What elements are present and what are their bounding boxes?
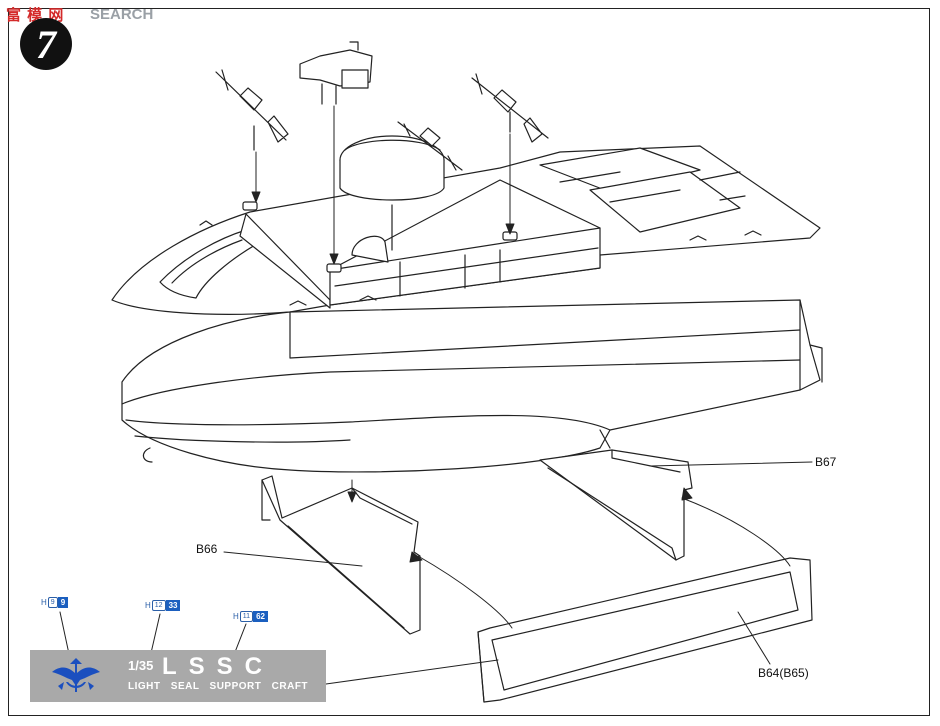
part-ref-number: 62 — [253, 610, 268, 622]
part-ref-sprue: 11 — [239, 610, 254, 622]
part-ref-sprue: 9 — [47, 596, 58, 608]
stand-part-b66 — [261, 475, 421, 635]
stand-part-b67 — [539, 449, 693, 561]
part-ref-number: 33 — [165, 599, 181, 611]
part-ref-1: H 9 9 — [41, 596, 69, 608]
gun-arrows — [251, 105, 515, 265]
plate-scale: 1/35 — [128, 658, 154, 673]
callout-b64: B64(B65) — [758, 666, 809, 680]
part-ref-number: 9 — [57, 596, 69, 608]
upper-deck — [111, 135, 821, 315]
part-ref-prefix: H — [233, 611, 239, 621]
part-ref-prefix: H — [41, 597, 47, 607]
stand-arrows — [347, 479, 791, 629]
part-ref-3: H 11 62 — [233, 610, 268, 622]
watermark-search: SEARCH — [90, 6, 154, 23]
machine-guns — [215, 41, 549, 171]
hull — [121, 299, 823, 473]
plate-title: LSSC — [162, 653, 275, 680]
step-number-badge: 7 — [20, 18, 72, 70]
seal-emblem-icon — [52, 658, 100, 692]
part-ref-sprue: 12 — [151, 599, 166, 611]
callout-b67: B67 — [815, 455, 837, 469]
name-plate: 1/35 LSSC LIGHT SEAL SUPPORT CRAFT — [30, 650, 326, 702]
plate-subtitle: LIGHT SEAL SUPPORT CRAFT — [128, 681, 309, 692]
stand-part-b64 — [477, 557, 813, 703]
part-ref-prefix: H — [145, 600, 151, 610]
callout-b66: B66 — [196, 542, 218, 556]
part-ref-2: H 12 33 — [145, 599, 181, 611]
diagram-frame — [8, 8, 930, 716]
